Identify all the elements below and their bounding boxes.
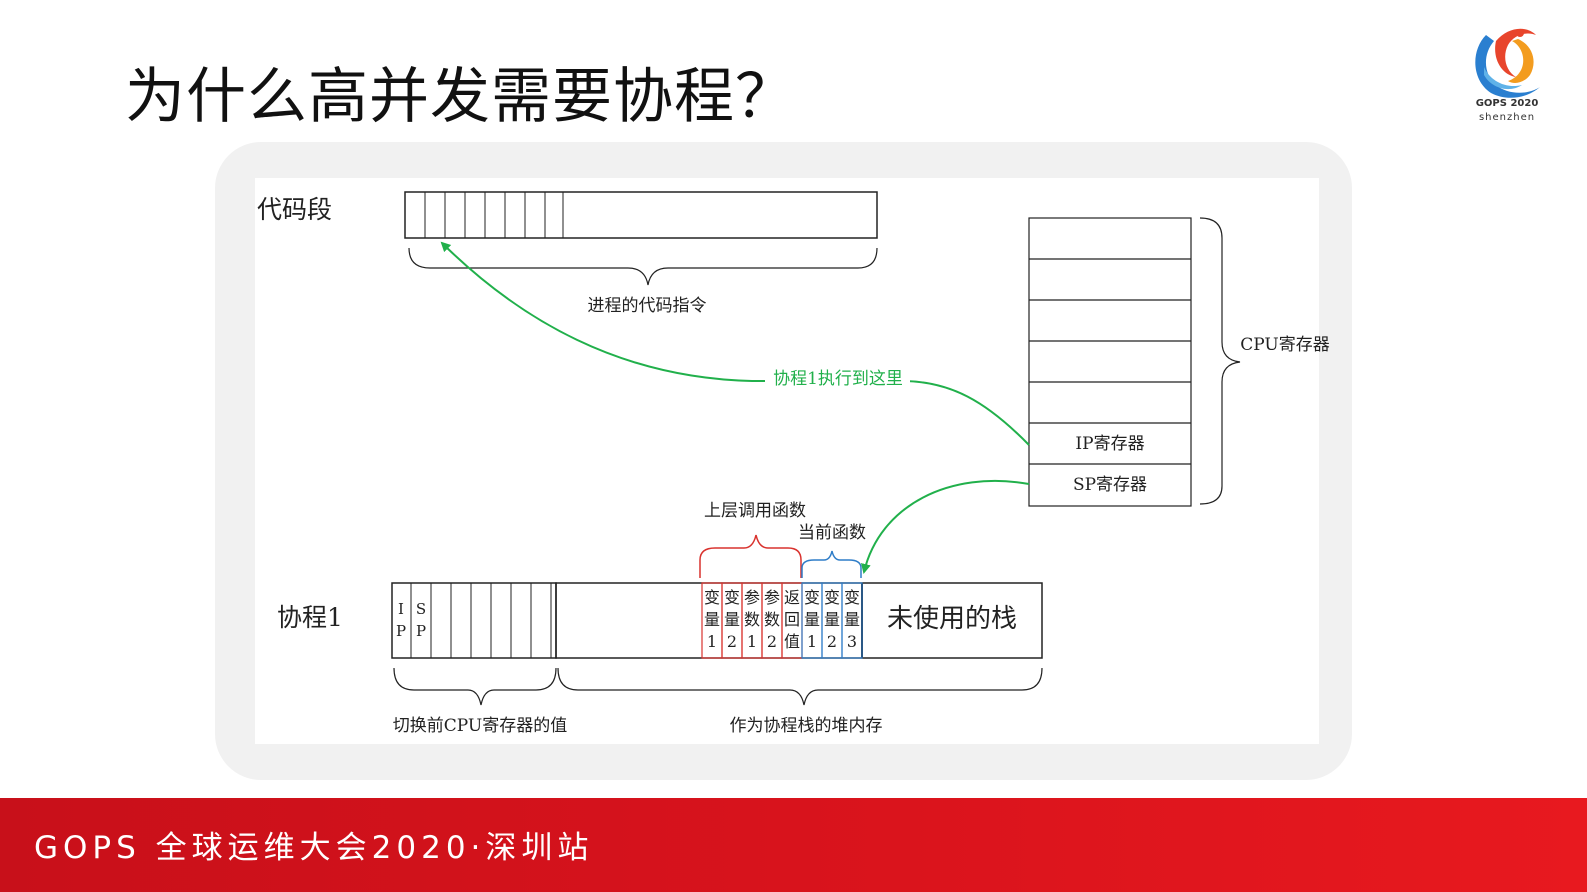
- coroutine-label: 协程1: [277, 603, 343, 632]
- current-function-brace: [801, 550, 862, 578]
- ip-register: IP寄存器: [1075, 434, 1144, 454]
- upper-function-brace: [699, 534, 802, 578]
- saved-registers-label: 切换前CPU寄存器的值: [393, 716, 567, 736]
- current-function-cell-char: 量: [824, 610, 840, 629]
- current-function-cell-char: 量: [804, 610, 820, 629]
- saved-registers-brace: [393, 667, 557, 706]
- ip-cell-line1: I: [398, 600, 404, 618]
- upper-function-cell-char: 量: [724, 610, 740, 629]
- sp-arrow: [861, 480, 1030, 574]
- ip-cell-line2: P: [396, 622, 406, 640]
- current-function-cell-char: 1: [807, 632, 817, 651]
- current-function-cell-char: 量: [844, 610, 860, 629]
- upper-function-cell-char: 参: [744, 588, 760, 607]
- code-brace-label: 进程的代码指令: [588, 296, 707, 316]
- arrow-label-bg: [765, 366, 910, 390]
- upper-function-cell-char: 值: [784, 632, 800, 651]
- upper-function-cell-char: 1: [707, 632, 717, 651]
- footer-text: GOPS 全球运维大会2020·深圳站: [34, 830, 594, 866]
- current-function-label: 当前函数: [798, 523, 866, 543]
- current-function-cell-char: 3: [847, 632, 857, 651]
- cpu-registers-label: CPU寄存器: [1240, 335, 1329, 355]
- saved-register-cells: [410, 583, 552, 658]
- heap-stack-brace: [557, 667, 1043, 706]
- cpu-brace: [1199, 217, 1241, 505]
- code-instruction-cells: [424, 192, 564, 238]
- current-function-cell-char: 变: [844, 588, 860, 607]
- arrow-label: 协程1执行到这里: [773, 369, 903, 389]
- cpu-register-stack: [1028, 217, 1192, 507]
- upper-function-cell-char: 数: [744, 610, 760, 629]
- current-function-cell-char: 变: [804, 588, 820, 607]
- ip-arrow: [440, 241, 1030, 446]
- diagram-canvas: [255, 178, 1319, 744]
- upper-function-cell-char: 2: [727, 632, 737, 651]
- upper-function-cell-char: 数: [764, 610, 780, 629]
- current-function-cell-char: 变: [824, 588, 840, 607]
- gops-logo: [1475, 28, 1540, 98]
- upper-function-cell-char: 2: [767, 632, 777, 651]
- sp-cell-line1: S: [416, 600, 426, 618]
- code-brace: [408, 247, 878, 286]
- current-function-cell: [841, 582, 863, 659]
- upper-function-label: 上层调用函数: [704, 501, 806, 521]
- upper-function-cell-char: 1: [747, 632, 757, 651]
- upper-function-cell-char: 变: [704, 588, 720, 607]
- code-segment-box: [404, 191, 878, 239]
- sp-register: SP寄存器: [1073, 475, 1147, 495]
- current-function-cell-char: 2: [827, 632, 837, 651]
- slide-title: 为什么高并发需要协程？: [125, 62, 796, 132]
- unused-stack-label: 未使用的栈: [887, 604, 1017, 634]
- sp-cell-line2: P: [416, 622, 426, 640]
- upper-function-cell-char: 参: [764, 588, 780, 607]
- logo-city: shenzhen: [1478, 112, 1536, 123]
- upper-function-cell-char: 回: [784, 610, 800, 629]
- code-segment-label: 代码段: [257, 195, 332, 224]
- upper-function-cell-char: 量: [704, 610, 720, 629]
- footer-bar: [0, 798, 1587, 892]
- heap-stack-label: 作为协程栈的堆内存: [730, 716, 883, 736]
- upper-function-cell-char: 返: [784, 588, 800, 607]
- upper-function-cell-char: 变: [724, 588, 740, 607]
- logo-name: GOPS 2020: [1475, 98, 1539, 109]
